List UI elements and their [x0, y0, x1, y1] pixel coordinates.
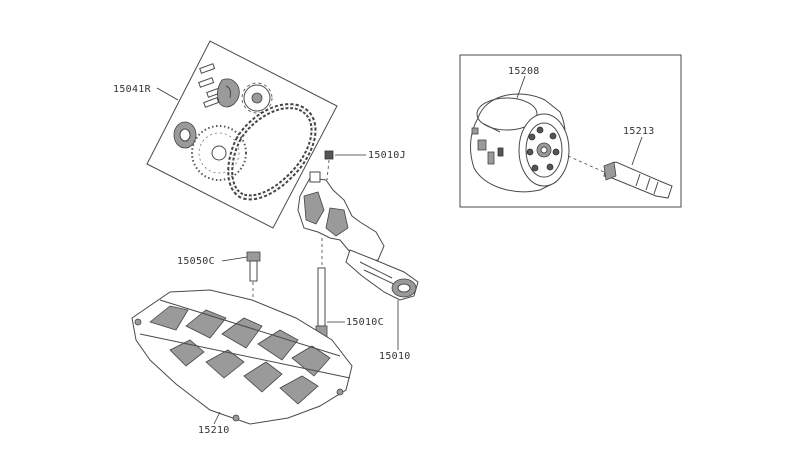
filter-face-holes [526, 126, 560, 172]
filter-stud-leader [631, 136, 643, 166]
timing-chain [227, 103, 317, 201]
label-15050c[interactable]: 15050C [177, 256, 215, 267]
pump-bolt-part[interactable] [324, 150, 334, 181]
filter-stud-part[interactable] [603, 161, 673, 199]
label-15010[interactable]: 15010 [379, 351, 411, 362]
label-15210[interactable]: 15210 [198, 425, 230, 436]
oil-pump-part[interactable] [297, 171, 419, 301]
oil-pan-part[interactable] [131, 289, 353, 425]
pin-parts [198, 63, 223, 108]
small-sprocket [241, 82, 273, 114]
chain-kit-frame [146, 40, 338, 229]
tensioner-part [217, 78, 240, 108]
oil-pan-leader [213, 411, 221, 425]
label-15010j[interactable]: 15010J [368, 150, 406, 161]
filter-side-print [471, 123, 504, 165]
filter-frame [459, 54, 682, 208]
oil-filter-leader [516, 75, 526, 99]
sump-bolt-part[interactable] [246, 251, 261, 300]
oil-filter-part[interactable] [470, 93, 605, 193]
label-15041r[interactable]: 15041R [113, 84, 152, 95]
label-15010c[interactable]: 15010C [346, 317, 384, 328]
chain-kit-leader [156, 87, 179, 101]
sump-bolt-leader [221, 256, 248, 262]
chain-kit-group[interactable] [146, 40, 338, 229]
label-15208[interactable]: 15208 [508, 66, 540, 77]
seal-ring [173, 121, 197, 149]
pump-stud-part[interactable] [315, 267, 328, 339]
large-sprocket [191, 125, 247, 181]
label-15213[interactable]: 15213 [623, 126, 655, 137]
